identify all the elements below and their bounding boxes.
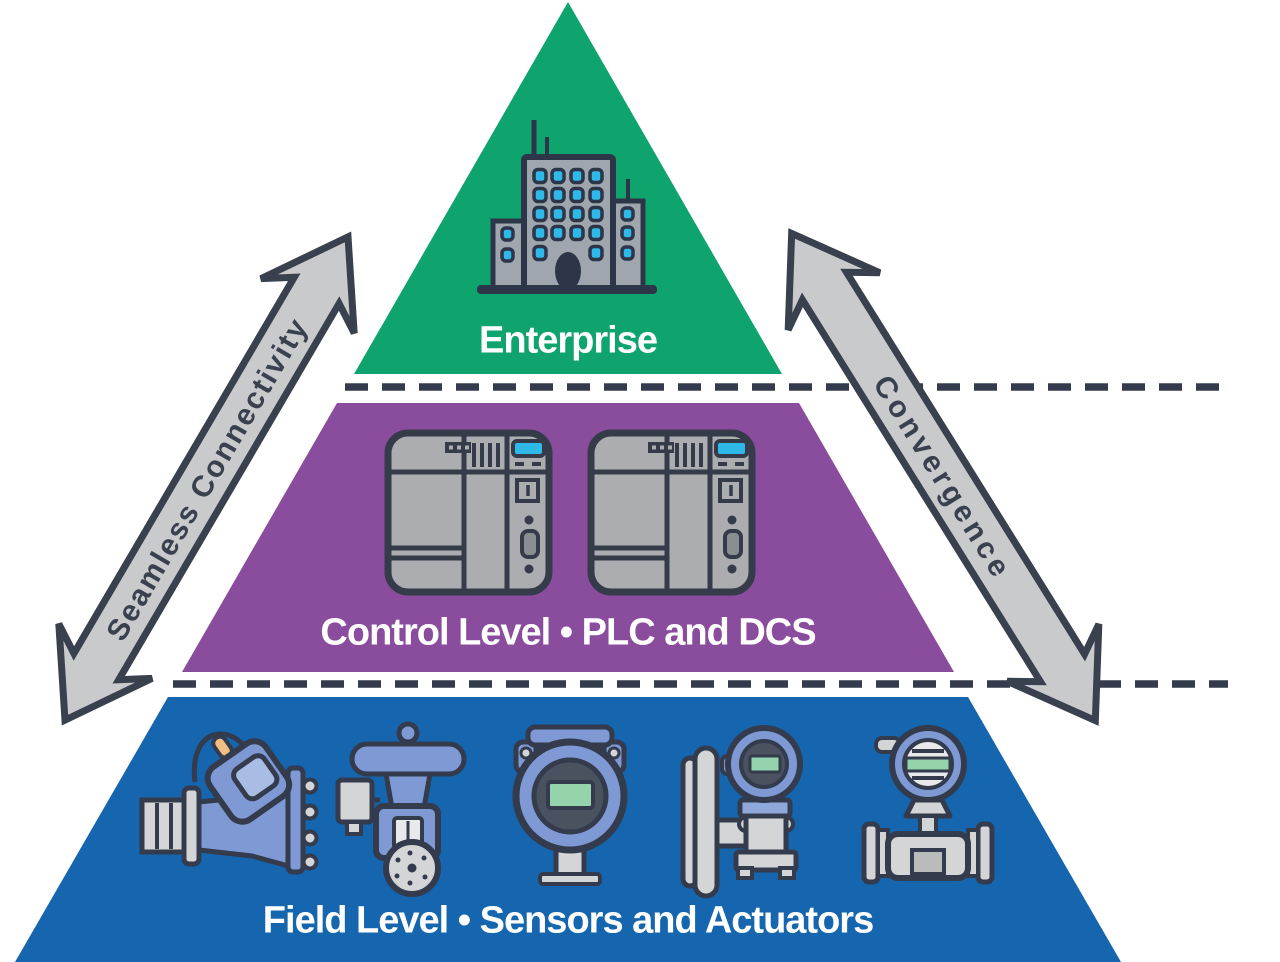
convergence-label: Convergence [866,370,1018,586]
wireless-valve-icon [139,731,319,875]
plc-controller-icon-2 [591,433,752,592]
field-level-label: Field Level • Sensors and Actuators [262,899,874,942]
diaphragm-seal-transmitter-icon [680,725,803,899]
plc-controller-icon-1 [388,433,549,592]
enterprise-level-label: Enterprise [479,319,658,362]
pressure-transmitter-icon [512,724,628,886]
control-level-label: Control Level • PLC and DCS [320,611,816,654]
office-building-icon [477,120,657,294]
flow-meter-icon [861,725,995,885]
control-valve-icon [335,721,467,897]
control-level-shape [182,403,954,672]
